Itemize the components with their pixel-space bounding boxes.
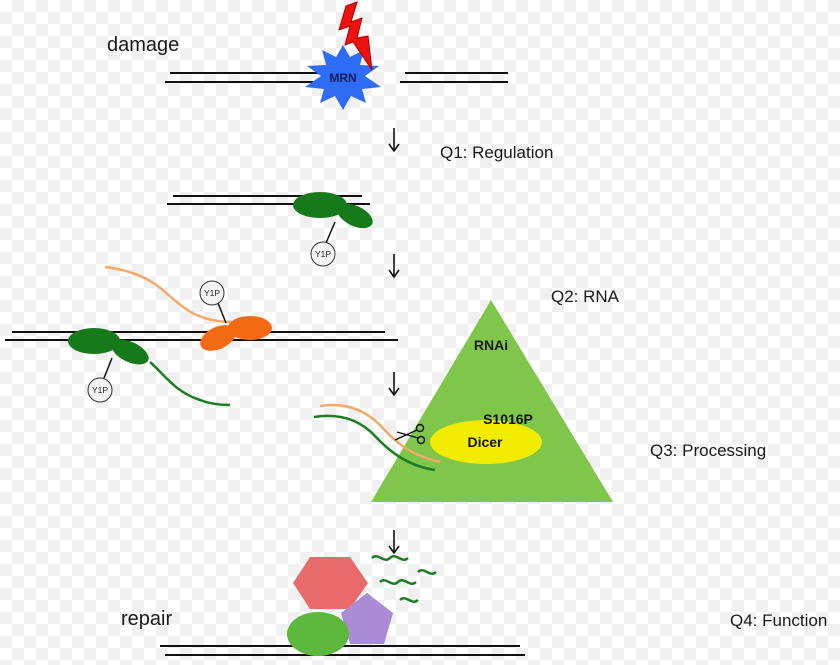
down-arrow-icon: [388, 372, 400, 397]
rnai-triangle: [371, 300, 613, 502]
y1p-tether: [325, 221, 336, 244]
q2-rna-label: Q2: RNA: [551, 287, 620, 306]
small-rna-fragments: [371, 555, 437, 603]
down-arrow-icon: [388, 530, 400, 555]
y1p-marker: [87, 377, 113, 403]
rnai-label: RNAi: [474, 337, 508, 353]
dicer-enzyme: [430, 420, 542, 464]
orange-protein-large: [228, 316, 272, 340]
green-rna-duplex-strand: [313, 414, 436, 472]
down-arrow-icon: [388, 128, 400, 153]
orange-rna-duplex-strand: [319, 403, 441, 464]
scissors-icon: [394, 423, 426, 445]
s1016p-label: S1016P: [483, 411, 533, 427]
repair-label: repair: [121, 608, 173, 630]
rna-polymerase-body: [293, 192, 347, 218]
rna-polymerase-ctd: [337, 203, 373, 229]
y1p-label: Y1P: [92, 385, 108, 395]
damage-label: damage: [107, 34, 180, 56]
mrn-complex: [305, 45, 381, 110]
y1p-tether: [217, 302, 227, 324]
y1p-tether: [103, 357, 113, 379]
oval-repair-protein: [287, 612, 349, 656]
y1p-label: Y1P: [204, 288, 220, 298]
y1p-marker: [310, 241, 336, 267]
y1p-marker: [199, 280, 225, 306]
down-arrow-icon: [388, 254, 400, 279]
pentagon-repair-protein: [341, 593, 393, 644]
y1p-label: Y1P: [315, 249, 331, 259]
rna-polymerase-body: [68, 328, 120, 354]
dicer-label: Dicer: [467, 434, 503, 450]
q3-processing-label: Q3: Processing: [650, 441, 767, 460]
q1-regulation-label: Q1: Regulation: [440, 143, 554, 162]
q4-function-label: Q4: Function: [730, 611, 828, 630]
hexagon-repair-protein: [293, 557, 368, 609]
rna-polymerase-ctd: [111, 339, 149, 365]
lightning-bolt-icon: [338, 1, 373, 71]
green-rna-strand: [149, 361, 231, 407]
mrn-label: MRN: [329, 71, 356, 85]
orange-protein-small: [200, 325, 236, 351]
